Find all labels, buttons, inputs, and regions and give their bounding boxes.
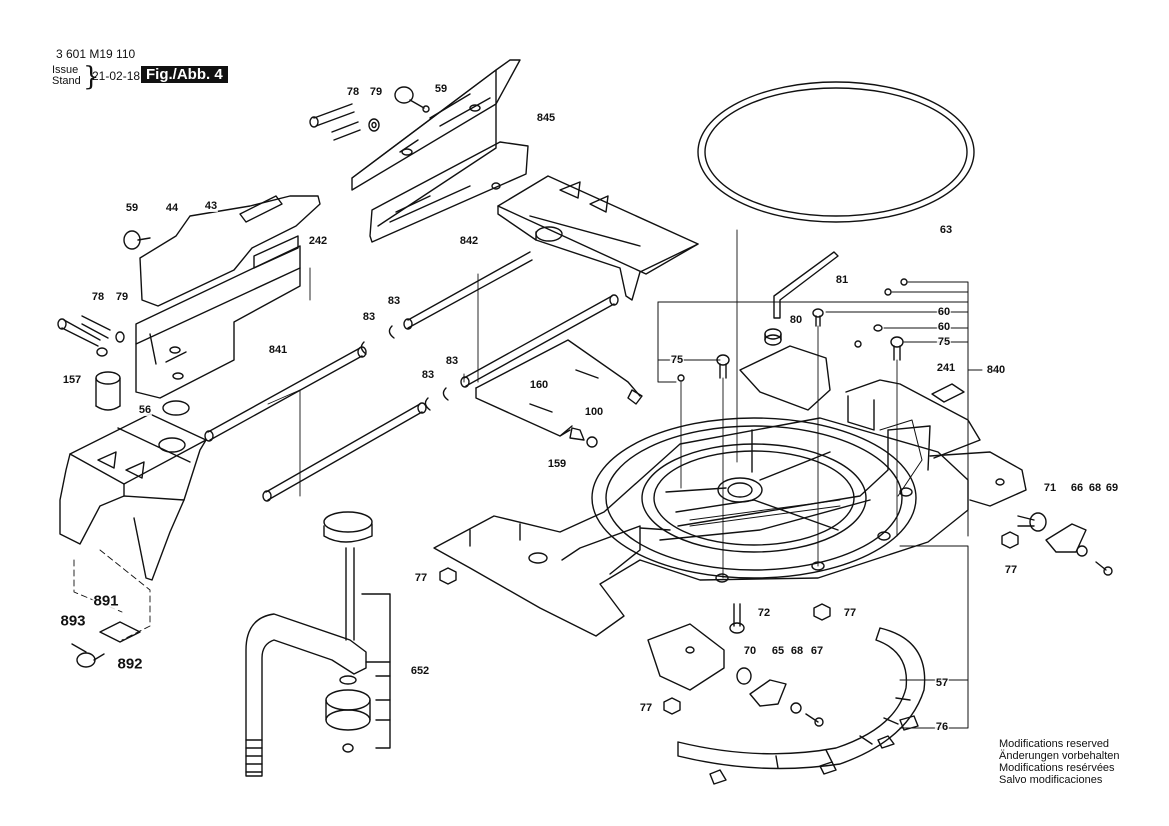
callout-842: 842 — [458, 235, 480, 247]
washer-80 — [764, 328, 782, 346]
scale-arc-57 — [677, 627, 926, 785]
knob-59-top — [394, 86, 430, 113]
knob-59-left — [123, 230, 151, 250]
fence-845 — [351, 59, 529, 243]
notice-spanish: Salvo modificaciones — [999, 774, 1103, 786]
callout-241: 241 — [935, 362, 957, 374]
callout-841: 841 — [267, 344, 289, 356]
callout-77: 77 — [638, 702, 654, 714]
clip-83 — [360, 325, 449, 411]
callout-78: 78 — [345, 86, 361, 98]
modifications-notice: Modifications reserved Änderungen vorbeh… — [999, 738, 1119, 786]
callout-652: 652 — [409, 665, 431, 677]
callout-893: 893 — [59, 612, 87, 630]
wire-clamp-159 — [475, 339, 643, 448]
callout-77: 77 — [1003, 564, 1019, 576]
allen-key-81 — [773, 251, 839, 319]
clamp-891 — [71, 621, 141, 668]
callout-80: 80 — [788, 314, 804, 326]
leader-dashed — [73, 549, 151, 641]
bushing-157 — [95, 371, 121, 411]
scale-segment — [689, 419, 923, 527]
figure-label: Fig./Abb. 4 — [141, 66, 228, 83]
label-241 — [931, 383, 965, 403]
callout-79: 79 — [368, 86, 384, 98]
rails-841 — [204, 346, 427, 502]
callout-69: 69 — [1104, 482, 1120, 494]
callout-83: 83 — [420, 369, 436, 381]
fence-left — [135, 195, 321, 399]
callout-59: 59 — [433, 83, 449, 95]
bolt-72 — [729, 603, 745, 634]
callout-242: 242 — [307, 235, 329, 247]
ring-63 — [697, 81, 975, 223]
callout-57: 57 — [934, 677, 950, 689]
callout-70: 70 — [742, 645, 758, 657]
callout-75: 75 — [936, 336, 952, 348]
callout-77: 77 — [842, 607, 858, 619]
callout-68: 68 — [789, 645, 805, 657]
rails-842 — [403, 251, 619, 388]
callout-67: 67 — [809, 645, 825, 657]
notice-german: Änderungen vorbehalten — [999, 750, 1120, 762]
callout-83: 83 — [444, 355, 460, 367]
callout-159: 159 — [546, 458, 568, 470]
callout-83: 83 — [361, 311, 377, 323]
callout-71: 71 — [1042, 482, 1058, 494]
callout-845: 845 — [535, 112, 557, 124]
callout-891: 891 — [92, 592, 120, 610]
callout-157: 157 — [61, 374, 83, 386]
callout-56: 56 — [137, 404, 153, 416]
screw-78-left — [57, 315, 125, 357]
leader-lines — [267, 229, 898, 579]
notice-french: Modifications resérvées — [999, 762, 1115, 774]
nuts-77 — [439, 531, 1019, 715]
callout-83: 83 — [386, 295, 402, 307]
ring-56 — [162, 400, 190, 416]
lock-assembly-lower — [736, 667, 824, 727]
callout-60: 60 — [936, 306, 952, 318]
document-number: 3 601 M19 110 — [56, 47, 136, 61]
callout-65: 65 — [770, 645, 786, 657]
brace-glyph: } — [83, 62, 100, 92]
table-wing-left — [59, 413, 207, 581]
callout-76: 76 — [934, 721, 950, 733]
clamp-rod-652 — [245, 511, 391, 777]
callout-892: 892 — [116, 655, 144, 673]
callout-75: 75 — [669, 354, 685, 366]
callout-59: 59 — [124, 202, 140, 214]
issue-stand-label: Issue Stand — [52, 64, 81, 87]
lock-assembly-right — [1017, 512, 1113, 576]
screws-top-right — [677, 278, 908, 382]
callout-43: 43 — [203, 200, 219, 212]
callout-66: 66 — [1069, 482, 1085, 494]
callout-81: 81 — [834, 274, 850, 286]
callout-60: 60 — [936, 321, 952, 333]
callout-78: 78 — [90, 291, 106, 303]
notice-english: Modifications reserved — [999, 738, 1110, 750]
table-wing-right — [497, 175, 699, 301]
issue-date: 21-02-18 — [92, 69, 141, 83]
bracket-840 — [657, 281, 983, 729]
callout-160: 160 — [528, 379, 550, 391]
callout-840: 840 — [985, 364, 1007, 376]
screw-78-top — [309, 103, 380, 141]
callout-100: 100 — [583, 406, 605, 418]
callout-44: 44 — [164, 202, 180, 214]
callout-63: 63 — [938, 224, 954, 236]
callout-68: 68 — [1087, 482, 1103, 494]
callout-77: 77 — [413, 572, 429, 584]
callout-72: 72 — [756, 607, 772, 619]
callout-79: 79 — [114, 291, 130, 303]
